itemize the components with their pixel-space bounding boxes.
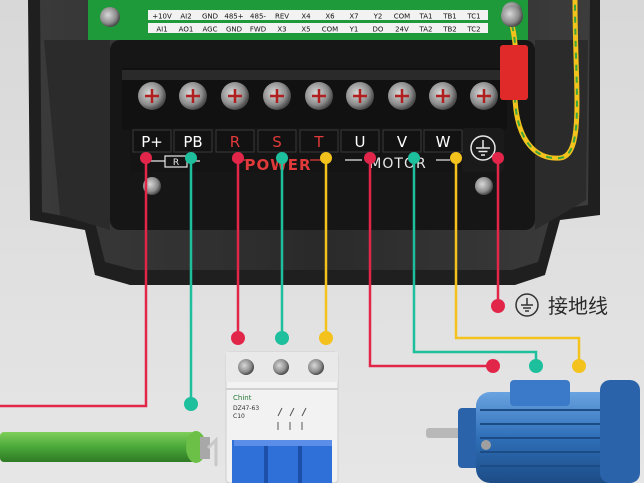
control-terminal-label: Y1 [349,26,359,34]
ground-symbol-icon [515,293,539,317]
control-terminal-label: GND [202,13,218,21]
screw-slot [395,89,409,103]
screw-slot [312,89,326,103]
mount-screw-right [475,177,493,195]
control-terminal-label: DO [373,26,384,34]
control-terminal-label: +10V [152,13,172,21]
terminal-label-box [299,129,339,153]
control-terminal-label: TC2 [466,26,480,34]
control-terminal-label: GND [226,26,242,34]
control-terminal-label: 485+ [224,13,243,21]
terminal-label-box [257,129,297,153]
terminal-label-u: U [355,133,366,151]
circuit-breaker: Chint DZ47-63 C10 [225,351,339,483]
screw-slot [270,89,284,103]
wire-w [454,158,581,366]
terminal-label-box [215,129,255,153]
power-group-label: POWER [244,156,311,174]
control-terminal-label: AI1 [156,26,167,34]
ground-crimp-connector [500,45,528,100]
terminal-label-pb: PB [183,133,202,151]
motor-junction-box [510,380,570,406]
terminal-label-pplus: P+ [141,133,163,151]
wire-dots [140,152,586,411]
terminal-label-box [423,129,463,153]
terminal-label-r: R [230,133,240,151]
control-terminal-label: TB2 [442,26,457,34]
power-terminal-labels: P+ PB R S T U V W [132,129,463,153]
control-labels-bottom: AI1 AO1 AGC GND FWD X3 X5 COM Y1 DO 24V TA2 TB2 TC2 [156,26,480,34]
ground-label-group [515,293,539,317]
control-terminal-label: 24V [395,26,409,34]
screw-slot [477,89,491,103]
screw-slot [228,89,242,103]
breaker-brand: Chint [233,394,252,402]
control-terminal-label: TB1 [442,13,457,21]
breaker-switch-symbols [277,407,307,430]
control-terminal-label: REV [275,13,289,21]
breaker-rating: C10 [233,413,245,420]
ground-wire-label: 接地线 [548,294,608,318]
terminal-label-box [173,129,213,153]
control-terminal-label: TA2 [419,26,433,34]
control-terminal-label: COM [322,26,338,34]
terminal-label-s: S [272,133,282,151]
control-terminal-label: AO1 [179,26,194,34]
screw-slot [353,89,367,103]
brake-resistor-label: R [173,158,179,168]
terminal-label-box [132,129,172,153]
control-terminal-label: X5 [301,26,310,34]
screw-slot [186,89,200,103]
control-terminal-label: 485- [250,13,266,21]
wire-p-plus [0,158,148,408]
control-terminal-label: Y2 [373,13,383,21]
ground-terminal-icon [470,135,496,161]
terminal-label-w: W [436,133,451,151]
motor [426,380,640,483]
control-terminal-label: FWD [250,26,266,34]
mount-screw-left [143,177,161,195]
wires [0,152,586,411]
internal-ground-wire [500,0,580,161]
terminal-label-v: V [397,133,408,151]
control-terminal-label: X6 [325,13,335,21]
control-terminal-label: X4 [301,13,311,21]
board-screw-left [100,7,120,27]
breaker-toggle-handles [232,440,332,483]
terminal-screws [138,82,498,110]
terminal-label-t: T [313,133,324,151]
terminal-label-box [382,129,422,153]
control-terminal-label: TC1 [466,13,480,21]
breaker-model: DZ47-63 [233,405,259,412]
wire-u [368,158,493,368]
control-terminal-label: X7 [349,13,358,21]
control-terminal-label: AGC [203,26,218,34]
brake-resistor [0,431,218,466]
terminal-label-box [340,129,380,153]
screw-slot [436,89,450,103]
control-terminal-label: X3 [277,26,286,34]
control-terminal-label: TA1 [419,13,433,21]
motor-shaft [426,428,466,438]
screw-slot [145,89,159,103]
control-terminal-label: COM [394,13,410,21]
control-labels-top: +10V AI2 GND 485+ 485- REV X4 X6 X7 Y2 COM TA1 TB1 TC… [152,13,480,21]
control-terminal-label: AI2 [180,13,191,21]
